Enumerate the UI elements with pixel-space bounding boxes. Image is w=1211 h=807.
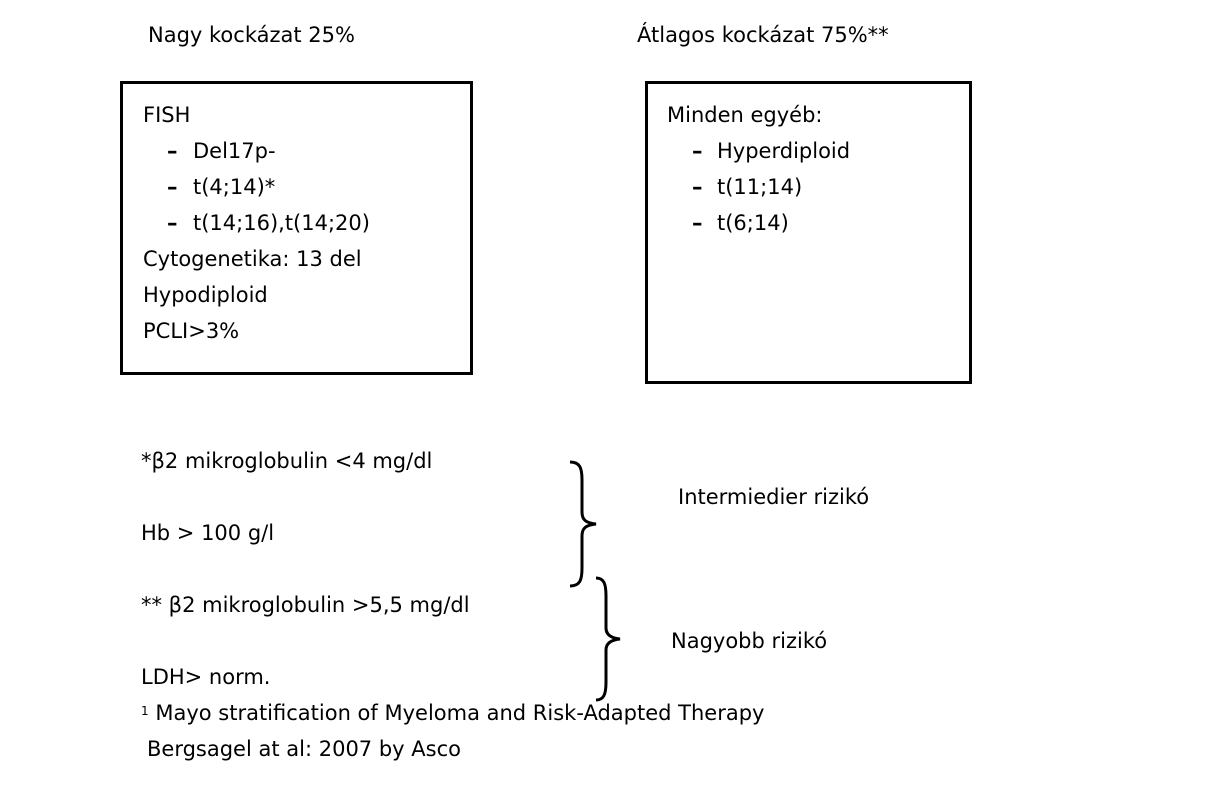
standard-risk-header: Átlagos kockázat 75%** (637, 23, 889, 47)
fish-label: FISH (143, 103, 191, 127)
intermediate-risk-label: Intermiedier rizikó (678, 485, 870, 509)
footnote-marker: 1 (141, 704, 149, 718)
hypodiploid-item: Hypodiploid (143, 283, 268, 307)
footnote-line-2: Bergsagel at al: 2007 by Asco (147, 737, 461, 761)
ldh-note: LDH> norm. (141, 665, 271, 689)
footnote-text-1: Mayo stratification of Myeloma and Risk-… (155, 701, 765, 725)
bullet-dash: – (692, 211, 703, 235)
cytogenetics-item: Cytogenetika: 13 del (143, 247, 362, 271)
t1114-item: t(11;14) (717, 175, 803, 199)
standard-risk-box (645, 81, 972, 384)
high-risk-box (120, 81, 473, 375)
pcli-item: PCLI>3% (143, 319, 240, 343)
intermediate-brace (569, 460, 597, 588)
footnote-line-1: 1 Mayo stratification of Myeloma and Ris… (141, 700, 764, 726)
higher-risk-brace (595, 576, 621, 702)
hb-note: Hb > 100 g/l (141, 521, 275, 545)
bullet-dash: – (692, 139, 703, 163)
t614-item: t(6;14) (717, 211, 789, 235)
bullet-dash: – (167, 211, 178, 235)
high-risk-header: Nagy kockázat 25% (148, 23, 355, 47)
bullet-dash: – (167, 139, 178, 163)
bullet-dash: – (167, 175, 178, 199)
t414-item: t(4;14)* (193, 175, 276, 199)
higher-risk-label: Nagyobb rizikó (671, 629, 828, 653)
b2-low-note: *β2 mikroglobulin <4 mg/dl (141, 449, 433, 473)
minden-label: Minden egyéb: (667, 103, 823, 127)
del17p-item: Del17p- (193, 139, 276, 163)
t1416-item: t(14;16),t(14;20) (193, 211, 370, 235)
hyperdiploid-item: Hyperdiploid (717, 139, 851, 163)
b2-high-note: ** β2 mikroglobulin >5,5 mg/dl (141, 593, 470, 617)
bullet-dash: – (692, 175, 703, 199)
